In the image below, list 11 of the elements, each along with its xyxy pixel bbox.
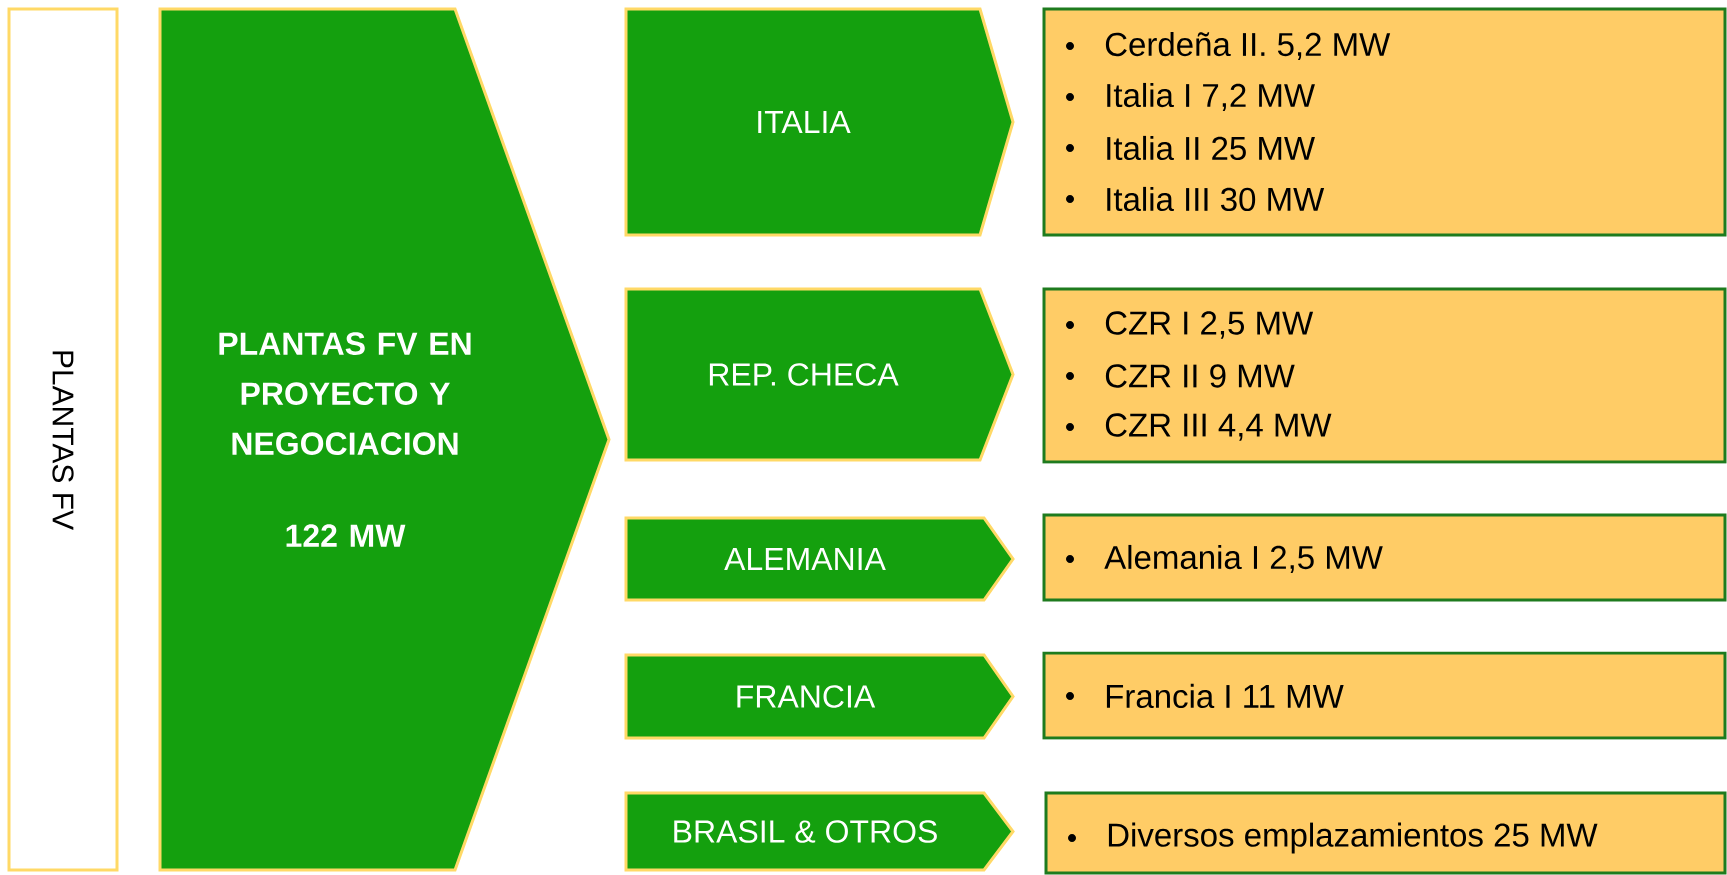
- list-item: CZR II 9 MW: [1066, 364, 1295, 388]
- list-item: CZR III 4,4 MW: [1066, 413, 1332, 441]
- list-item: Italia I 7,2 MW: [1066, 82, 1315, 112]
- list-item: Diversos emplazamientos 25 MW: [1068, 822, 1598, 854]
- list-item: Alemania I 2,5 MW: [1066, 544, 1383, 574]
- list-item: Italia III 30 MW: [1066, 186, 1325, 212]
- list-item: Francia I 11 MW: [1066, 683, 1344, 709]
- list-item: Cerdeña II. 5,2 MW: [1066, 31, 1391, 61]
- list-item: Italia II 25 MW: [1066, 135, 1315, 161]
- list-item: CZR I 2,5 MW: [1066, 311, 1314, 339]
- label-box: PLANTAS FV: [7, 7, 119, 872]
